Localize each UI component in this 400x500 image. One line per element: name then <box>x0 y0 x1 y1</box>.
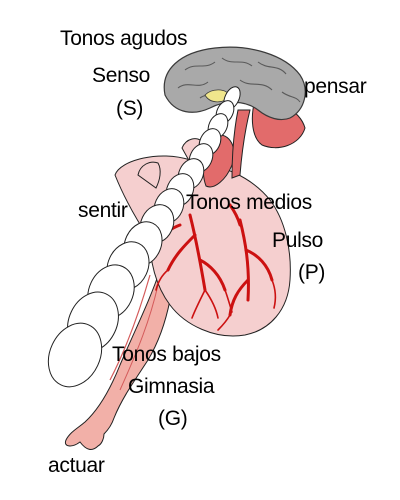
label-pulso: Pulso <box>272 229 324 252</box>
label-gimnasia: Gimnasia <box>128 375 215 398</box>
label-senso-abbr: (S) <box>116 97 144 120</box>
label-tonos-agudos: Tonos agudos <box>60 27 188 50</box>
label-sentir: sentir <box>78 199 128 222</box>
brain-illustration <box>163 46 306 121</box>
label-pensar: pensar <box>304 75 367 98</box>
limb-illustration <box>64 268 171 450</box>
label-pulso-abbr: (P) <box>298 261 326 284</box>
label-senso: Senso <box>92 64 151 87</box>
label-gimnasia-abbr: (G) <box>158 407 188 430</box>
label-tonos-bajos: Tonos bajos <box>112 343 221 366</box>
label-actuar: actuar <box>48 454 105 477</box>
label-tonos-medios: Tonos medios <box>186 191 312 214</box>
spine-chain <box>47 86 241 388</box>
